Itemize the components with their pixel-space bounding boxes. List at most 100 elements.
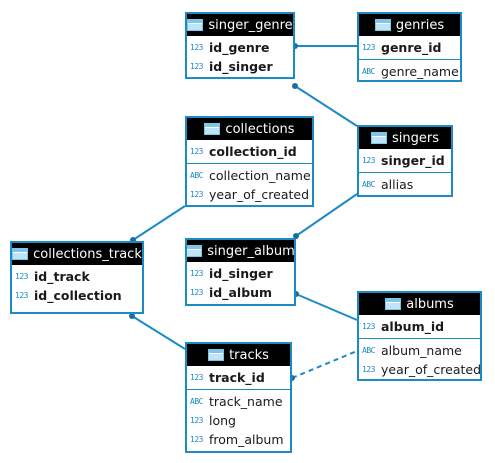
number-type-icon: 123 [190,43,203,52]
number-type-icon: 123 [190,190,203,199]
attribute-section: ABC allias [359,173,451,195]
text-type-icon: ABC [190,397,203,406]
number-type-icon: 123 [15,291,28,300]
column-name: id_album [209,285,273,300]
key-section: 123 id_singer 123 id_album [187,262,294,304]
table-icon [374,19,391,31]
column-name: id_track [34,269,90,284]
column-name: collection_name [209,168,311,183]
column-name: track_name [209,394,283,409]
entity-header: singer_genre [187,14,293,36]
table-icon [187,19,204,31]
text-type-icon: ABC [362,180,375,189]
column-name: genre_id [381,40,442,55]
column-name: album_id [381,319,445,334]
text-type-icon: ABC [362,346,375,355]
number-type-icon: 123 [190,288,203,297]
attribute-section: ABC collection_name 123 year_of_created [187,164,312,205]
table-icon [187,245,203,257]
column-row[interactable]: 123 id_singer [187,264,294,283]
column-row[interactable]: ABC genre_name [359,62,460,80]
key-section: 123 singer_id [359,149,451,173]
column-row[interactable]: ABC allias [359,175,451,194]
column-row[interactable]: 123 album_id [359,317,480,336]
number-type-icon: 123 [362,156,375,165]
column-row[interactable]: ABC album_name [359,341,480,360]
column-row[interactable]: ABC collection_name [187,166,312,185]
number-type-icon: 123 [190,269,203,278]
number-type-icon: 123 [190,416,203,425]
column-row[interactable]: 123 from_album [187,430,290,449]
table-icon [204,123,221,135]
column-name: album_name [381,343,462,358]
column-row[interactable]: 123 singer_id [359,151,451,170]
column-name: collection_id [209,144,297,159]
column-row[interactable]: 123 id_album [187,283,294,302]
key-section: 123 genre_id [359,36,460,60]
link-collections-track-tracks [131,315,186,350]
entity-title: tracks [229,347,269,363]
table-icon [371,132,387,144]
entity-header: albums [359,293,480,315]
column-name: year_of_created [381,362,482,377]
text-type-icon: ABC [362,67,375,76]
entity-title: singers [392,130,439,146]
column-row[interactable]: 123 genre_id [359,38,460,57]
number-type-icon: 123 [362,322,375,331]
table-icon [12,248,29,260]
entity-collections[interactable]: collections 123 collection_id ABC collecti… [185,116,314,207]
column-name: track_id [209,370,265,385]
column-row[interactable]: ABC track_name [187,392,290,411]
column-name: singer_id [381,153,445,168]
entity-genries[interactable]: genries 123 genre_id ABC genre_name [357,12,462,82]
entity-header: singers [359,127,451,149]
entity-title: collections_track [33,246,142,262]
entity-header: genries [359,14,460,36]
attribute-section: ABC track_name 123 long 123 from_album [187,390,290,451]
column-row[interactable]: 123 year_of_created [187,185,312,204]
column-name: from_album [209,432,284,447]
key-section: 123 album_id [359,315,480,339]
entity-title: singer_genre [208,17,293,33]
link-endpoint [293,233,299,239]
number-type-icon: 123 [190,435,203,444]
link-endpoint [129,313,135,319]
entity-singers[interactable]: singers 123 singer_id ABC allias [357,125,453,197]
entity-header: collections_track [12,243,142,265]
number-type-icon: 123 [190,147,203,156]
column-row[interactable]: 123 year_of_created [359,360,480,379]
entity-albums[interactable]: albums 123 album_id ABC album_name 123 year… [357,291,482,381]
column-name: genre_name [381,64,459,79]
entity-title: collections [225,121,295,137]
column-name: year_of_created [209,187,310,202]
link-tracks-albums [291,350,358,379]
column-name: id_singer [209,266,273,281]
number-type-icon: 123 [15,272,28,281]
column-name: allias [381,177,414,192]
column-name: long [209,413,236,428]
number-type-icon: 123 [362,43,375,52]
text-type-icon: ABC [190,171,203,180]
column-row[interactable]: 123 long [187,411,290,430]
column-row[interactable]: 123 id_track [12,267,142,286]
key-section: 123 collection_id [187,140,312,164]
link-singer-genre-singers [294,85,358,127]
column-row[interactable]: 123 collection_id [187,142,312,161]
number-type-icon: 123 [362,365,375,374]
link-singer-album-albums [295,293,358,321]
column-name: id_singer [209,59,273,74]
link-singer-album-singers [295,193,358,237]
table-icon [208,349,225,361]
table-icon [385,298,402,310]
